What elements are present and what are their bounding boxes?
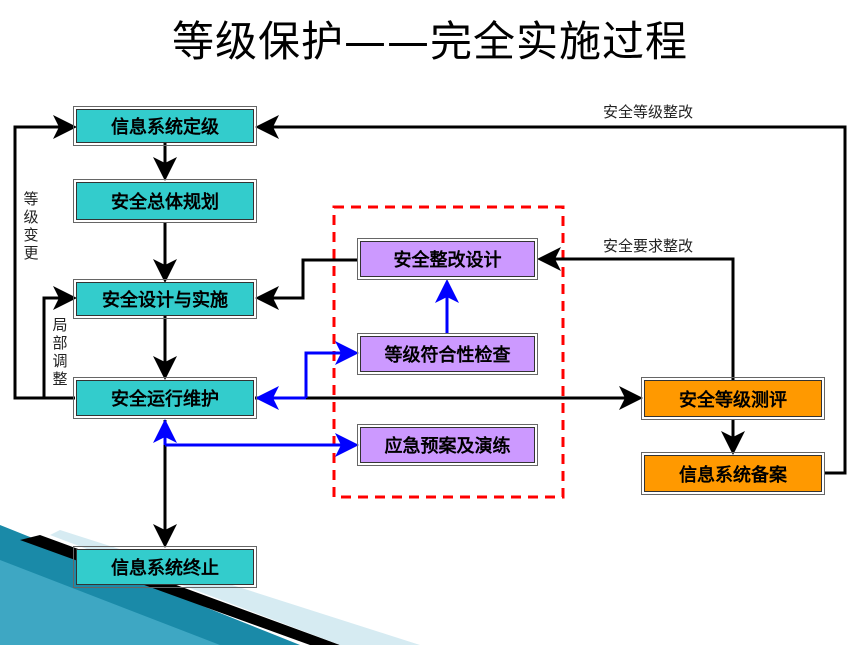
label-requirement-rectify: 安全要求整改 [603, 237, 694, 255]
label-char: 局 [52, 316, 68, 334]
box-emergency-drill[interactable]: 应急预案及演练 [357, 424, 538, 466]
label-level-rectify: 安全等级整改 [603, 103, 694, 121]
box-system-filing[interactable]: 信息系统备案 [641, 452, 825, 495]
box-system-termination[interactable]: 信息系统终止 [73, 546, 257, 588]
label-level-change: 等 级 变 更 [22, 190, 40, 262]
label-char: 整 [52, 370, 68, 388]
box-overall-planning[interactable]: 安全总体规划 [73, 179, 257, 223]
box-compliance-check[interactable]: 等级符合性检查 [357, 333, 538, 375]
label-char: 等 [23, 190, 39, 208]
box-design-implementation[interactable]: 安全设计与实施 [73, 279, 257, 319]
label-char: 级 [23, 208, 39, 226]
label-char: 变 [23, 226, 39, 244]
box-operation-maintenance[interactable]: 安全运行维护 [73, 377, 257, 419]
decorative-swoosh [0, 525, 420, 645]
box-system-grading[interactable]: 信息系统定级 [73, 106, 257, 146]
label-char: 调 [52, 352, 68, 370]
box-level-assessment[interactable]: 安全等级测评 [641, 377, 825, 420]
label-char: 部 [52, 334, 68, 352]
label-char: 更 [23, 244, 39, 262]
box-rectification-design[interactable]: 安全整改设计 [357, 238, 538, 280]
page-title: 等级保护——完全实施过程 [171, 17, 688, 66]
label-partial-adjust: 局 部 调 整 [51, 316, 69, 388]
